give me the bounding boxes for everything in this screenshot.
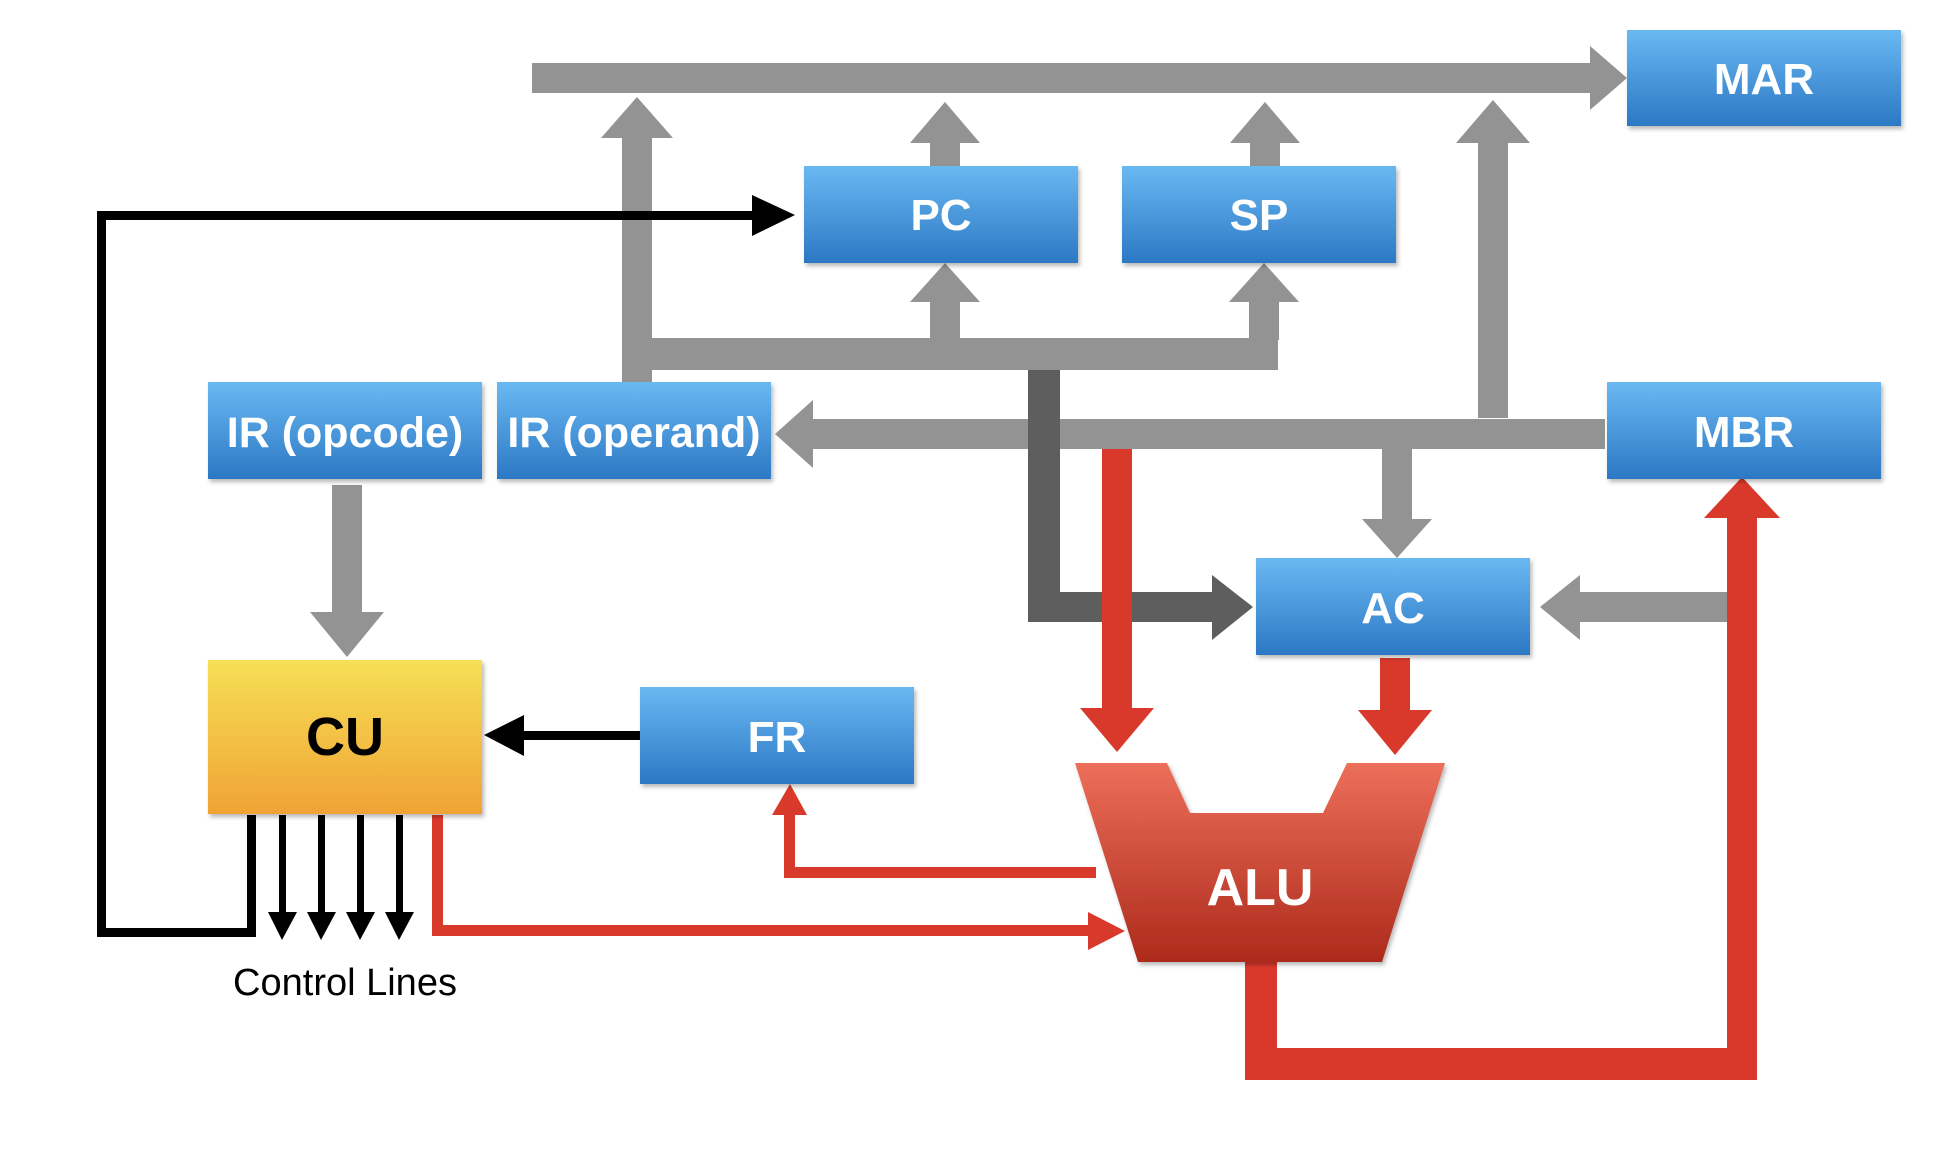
register-ir-operand: IR (operand)	[497, 382, 771, 479]
bus-arrow-ir-to-top	[601, 97, 673, 138]
black-control-lines	[97, 195, 795, 940]
mar-box	[1627, 30, 1901, 126]
sp-feed-up	[1249, 300, 1279, 340]
bus-arrow-to-cu	[310, 612, 384, 657]
cu-loop-top	[97, 211, 757, 220]
alu-label: ALU	[1207, 859, 1314, 917]
fr-box	[640, 687, 914, 784]
fr-to-cu-line	[520, 731, 642, 740]
pc-sp-feed-bus	[652, 338, 1278, 370]
red-arrow-cu-to-alu	[1088, 912, 1125, 950]
bus-arrow-to-ac-top	[1362, 519, 1432, 558]
bus-arrow-sp-to-top	[1230, 102, 1300, 143]
cu-box	[208, 660, 482, 814]
register-ac: AC	[1256, 558, 1530, 655]
register-fr: FR	[640, 687, 914, 784]
sp-label: SP	[1230, 191, 1289, 240]
ir-opcode-to-cu-bus	[332, 485, 362, 615]
ac-box	[1256, 558, 1530, 655]
mbr-box	[1607, 382, 1881, 479]
ir-operand-label: IR (operand)	[507, 409, 760, 457]
ir-operand-up-bus	[622, 135, 652, 385]
ac-label: AC	[1361, 584, 1425, 633]
dark-bus-to-ac	[1028, 370, 1253, 640]
fr-label: FR	[748, 713, 807, 762]
control-lines-caption: Control Lines	[233, 962, 457, 1004]
register-mar: MAR	[1627, 30, 1901, 126]
pc-feed-up	[930, 300, 960, 340]
dark-bus-vertical	[1028, 370, 1060, 622]
mbr-to-ac-bus	[1578, 592, 1730, 622]
bus-arrow-to-mar	[1590, 46, 1627, 110]
control-line-3	[357, 815, 364, 915]
alu-out-up	[1727, 515, 1757, 1080]
red-arrow-alu-right	[1358, 710, 1432, 755]
sp-up-bus	[1250, 140, 1280, 168]
red-arrow-to-mbr	[1704, 477, 1780, 518]
register-pc: PC	[804, 166, 1078, 263]
ac-to-alu-right	[1380, 658, 1410, 713]
ir-opcode-label: IR (opcode)	[227, 409, 463, 457]
bus-arrow-to-ac-right	[1540, 575, 1580, 640]
alu-to-fr-horizontal	[784, 867, 1096, 878]
control-arrow-2	[307, 912, 336, 940]
cu-to-alu-horizontal	[432, 925, 1092, 936]
alu-unit: ALU	[1075, 763, 1445, 962]
cu-loop-bottom	[97, 928, 256, 937]
red-data-paths	[432, 449, 1780, 1080]
control-line-4	[396, 815, 403, 915]
cu-loop-left	[97, 211, 106, 937]
control-line-2	[318, 815, 325, 915]
alu-out-horizontal	[1245, 1048, 1757, 1080]
cu-loop-down	[247, 815, 256, 937]
register-sp: SP	[1122, 166, 1396, 263]
bus-arrow-mbr-to-top	[1456, 100, 1530, 143]
register-ir-opcode: IR (opcode)	[208, 382, 482, 479]
bus-arrow-pc-to-top	[910, 102, 980, 143]
dark-arrow-to-ac	[1212, 575, 1253, 640]
mbr-label: MBR	[1694, 408, 1794, 457]
control-arrow-1	[268, 912, 297, 940]
bus-arrow-to-sp	[1229, 263, 1299, 302]
alu-shape	[1075, 763, 1445, 962]
pc-label: PC	[910, 191, 971, 240]
control-arrow-4	[385, 912, 414, 940]
bus-to-ac-down	[1382, 449, 1412, 521]
bus-arrow-to-pc	[910, 263, 980, 302]
pc-box	[804, 166, 1078, 263]
alu-to-fr-vertical	[784, 812, 795, 878]
control-unit: CU	[208, 660, 482, 814]
mar-label: MAR	[1714, 55, 1814, 104]
pc-up-bus	[930, 140, 960, 168]
control-arrow-3	[346, 912, 375, 940]
gray-buses	[310, 46, 1730, 657]
bus-arrow-to-ir-operand	[775, 400, 813, 468]
control-line-1	[279, 815, 286, 915]
red-arrow-alu-left	[1080, 708, 1154, 752]
cu-label: CU	[306, 707, 384, 767]
sp-box	[1122, 166, 1396, 263]
bus-to-alu-left	[1102, 449, 1132, 711]
mbr-to-ir-bus	[810, 419, 1605, 449]
mbr-up-bus	[1478, 140, 1508, 418]
red-arrow-to-fr	[772, 784, 807, 815]
black-arrow-to-pc	[752, 195, 795, 236]
top-address-bus	[532, 63, 1592, 93]
ir-opcode-box	[208, 382, 482, 479]
ir-operand-box	[497, 382, 771, 479]
cu-to-alu-vertical	[432, 815, 443, 935]
black-arrow-to-cu	[484, 715, 524, 756]
register-mbr: MBR	[1607, 382, 1881, 479]
